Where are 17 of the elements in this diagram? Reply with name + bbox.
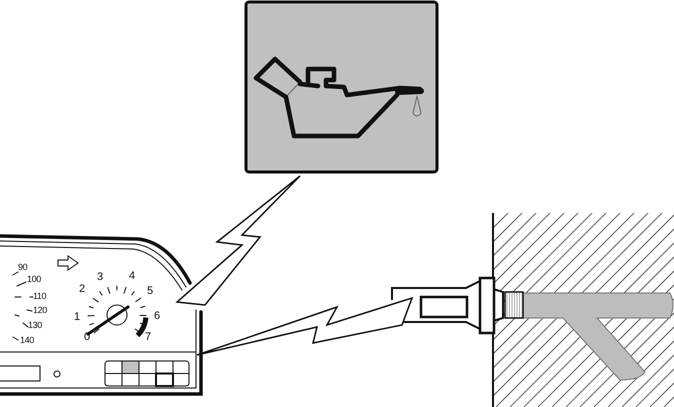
speedometer-number: 140 bbox=[20, 336, 34, 345]
speedometer-number: 110 bbox=[33, 292, 46, 301]
speedometer-number: 120 bbox=[33, 306, 47, 315]
oil-pressure-switch bbox=[388, 210, 674, 407]
tachometer-number: 5 bbox=[147, 286, 154, 297]
tachometer-number: 2 bbox=[79, 284, 86, 295]
oil-warning-light bbox=[244, 0, 440, 176]
tachometer-number: 7 bbox=[145, 332, 152, 343]
tachometer-number: 6 bbox=[154, 311, 160, 322]
tachometer-number: 3 bbox=[97, 272, 104, 283]
speedometer-number: 90 bbox=[18, 263, 28, 272]
tachometer-number: 1 bbox=[74, 312, 80, 323]
speedometer-number: 100 bbox=[27, 275, 41, 284]
lightning-bolt bbox=[196, 296, 414, 356]
tachometer-number: 4 bbox=[129, 271, 136, 282]
lightning-bolt bbox=[175, 175, 301, 306]
speedometer-number: 130 bbox=[28, 321, 42, 330]
